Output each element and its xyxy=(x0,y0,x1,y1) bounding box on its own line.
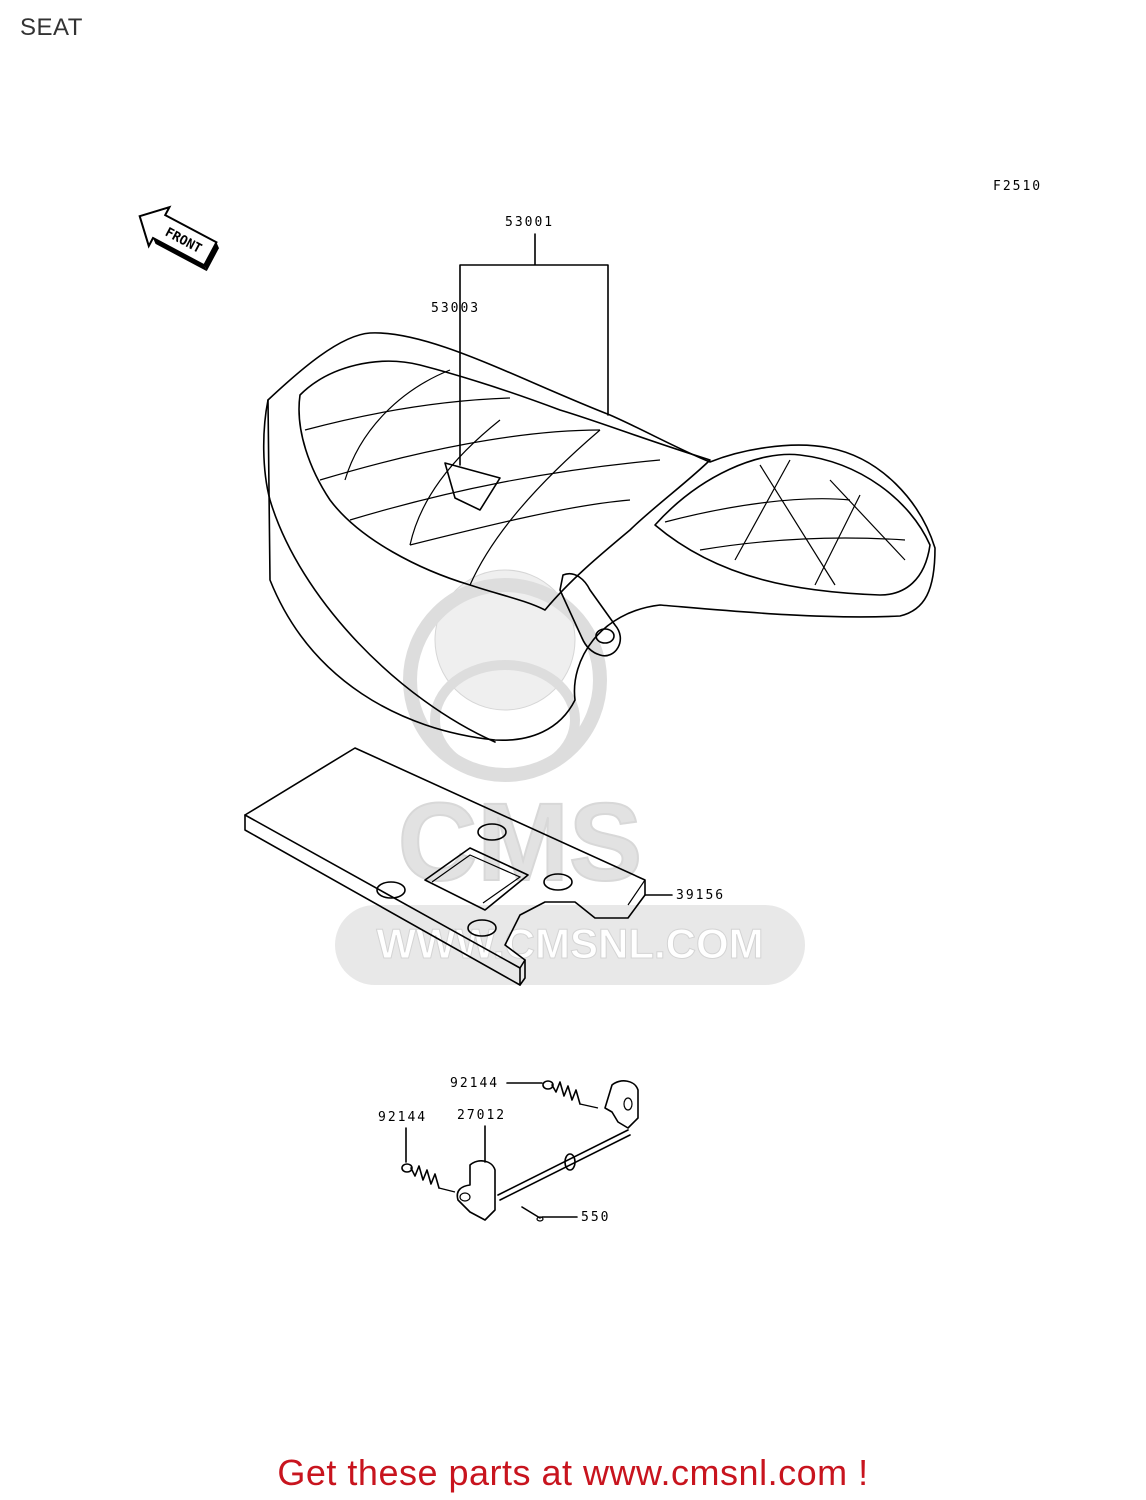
callout-39156: 39156 xyxy=(644,888,725,903)
watermark-url: WWW.CMSNL.COM xyxy=(376,920,763,967)
part-number-39156: 39156 xyxy=(676,888,725,903)
part-number-550: 550 xyxy=(581,1210,610,1225)
page-title: SEAT xyxy=(20,14,83,41)
front-arrow-icon: FRONT xyxy=(138,205,219,272)
seat-pad-drawing xyxy=(244,747,646,986)
callout-92144-left: 92144 xyxy=(378,1110,427,1163)
part-number-92144-left: 92144 xyxy=(378,1110,427,1125)
part-number-53001: 53001 xyxy=(505,215,554,230)
lock-mechanism-drawing xyxy=(401,1080,639,1222)
figure-code: F2510 xyxy=(993,179,1042,194)
promo-text[interactable]: Get these parts at www.cmsnl.com ! xyxy=(277,1452,869,1493)
callout-53001: 53001 xyxy=(459,215,609,466)
callout-27012: 27012 xyxy=(457,1108,506,1163)
watermark-brand: CMS xyxy=(398,781,642,904)
callout-550: 550 xyxy=(541,1210,610,1225)
callout-92144-right: 92144 xyxy=(450,1076,543,1091)
watermark-logo: CMS WWW.CMSNL.COM xyxy=(335,569,805,985)
part-number-53003: 53003 xyxy=(431,301,480,316)
part-number-92144-right: 92144 xyxy=(450,1076,499,1091)
seat-drawing xyxy=(262,332,936,743)
parts-diagram: CMS WWW.CMSNL.COM F2510 FRONT xyxy=(138,179,1042,1225)
promo-link[interactable]: Get these parts at www.cmsnl.com ! xyxy=(0,1452,1146,1494)
callout-53003: 53003 xyxy=(431,301,480,316)
part-number-27012: 27012 xyxy=(457,1108,506,1123)
